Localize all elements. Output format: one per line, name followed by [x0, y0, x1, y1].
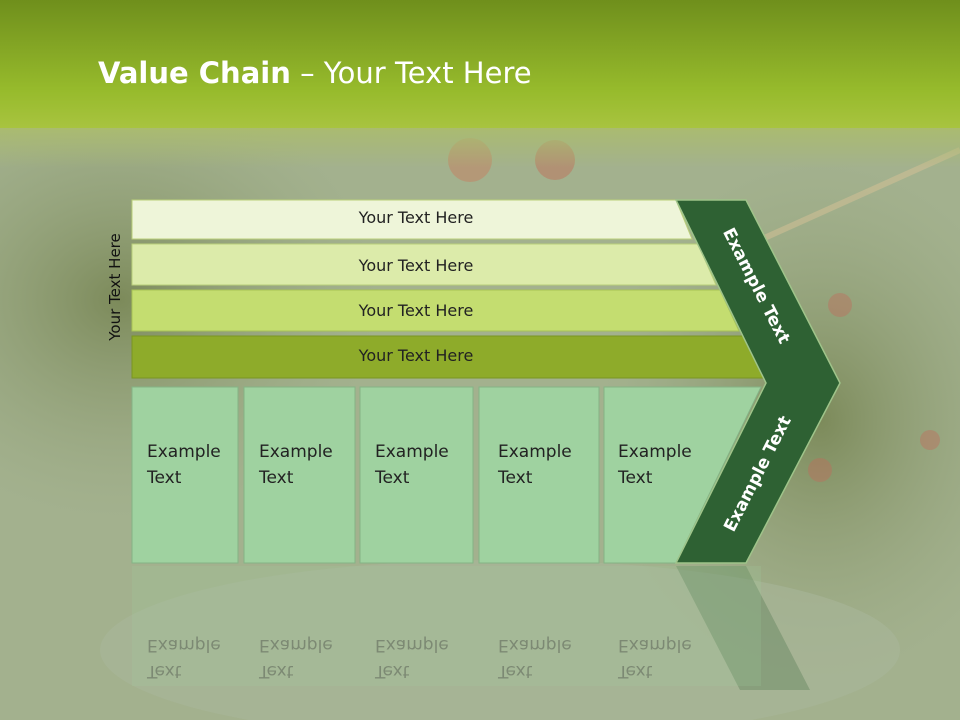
bar-label-3: Your Text Here: [358, 301, 474, 320]
bar-label-4: Your Text Here: [358, 346, 474, 365]
bar-label-1: Your Text Here: [358, 208, 474, 227]
box-reflection: [132, 566, 761, 686]
bar-shape-1: [131, 199, 693, 240]
box-shape-4: [478, 386, 600, 564]
bar-shape-3: [131, 289, 740, 332]
bar-shape-2: [131, 243, 717, 286]
box-shape-3: [359, 386, 474, 564]
box-shape-2: [243, 386, 356, 564]
chevron-reflection: [676, 566, 810, 690]
chevron-shape: [674, 199, 841, 564]
box-shape-1: [131, 386, 239, 564]
page-title: Value Chain – Your Text Here: [98, 56, 532, 90]
bar-label-2: Your Text Here: [358, 256, 474, 275]
